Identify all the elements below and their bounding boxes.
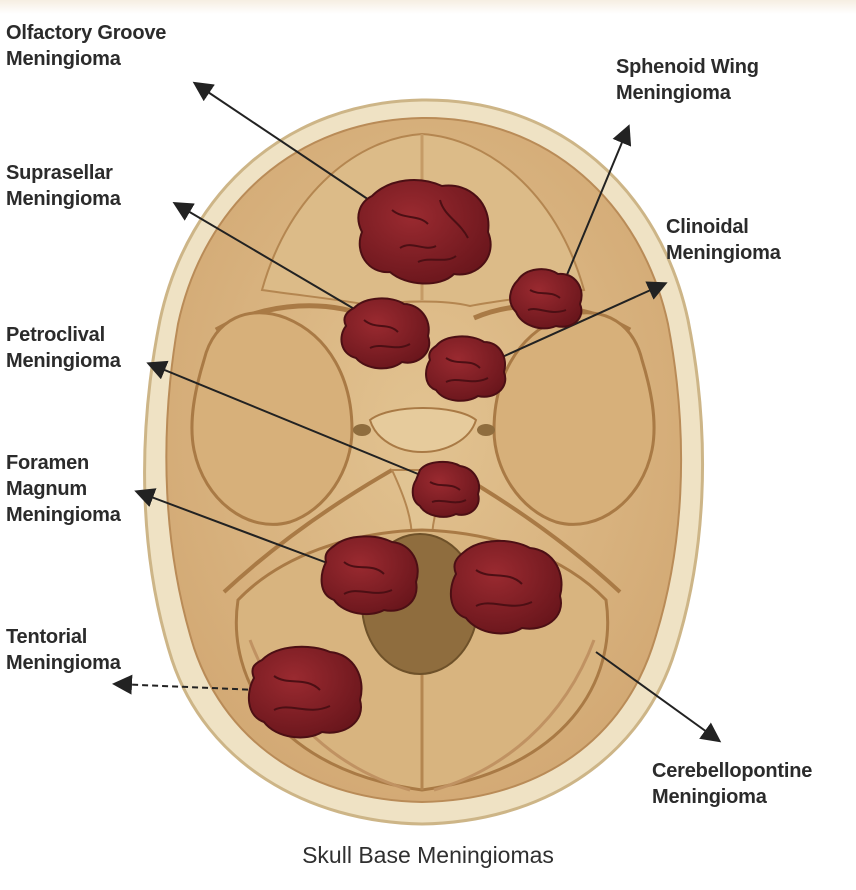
label-line: Sphenoid Wing xyxy=(616,56,759,78)
tumors xyxy=(247,179,583,739)
label-tentorial-meningioma: Tentorial Meningioma xyxy=(6,624,121,676)
top-border xyxy=(0,0,856,14)
label-line: Olfactory Groove xyxy=(6,22,167,44)
label-line: Cerebellopontine xyxy=(652,760,813,782)
foramen-left xyxy=(353,424,371,436)
label-line: Meningioma xyxy=(6,652,121,674)
arrow-cerebellopontine xyxy=(595,651,722,743)
label-cerebellopontine-meningioma: Cerebellopontine Meningioma xyxy=(652,758,812,810)
middle-fossa-left xyxy=(190,311,354,526)
label-line: Suprasellar xyxy=(6,162,113,184)
arrow-suprasellar xyxy=(172,201,357,311)
tumor-olfactory-groove xyxy=(357,179,492,285)
tumor-tentorial xyxy=(247,645,363,739)
label-suprasellar-meningioma: Suprasellar Meningioma xyxy=(6,160,121,212)
label-line: Petroclival xyxy=(6,324,105,346)
petrous-ridge-left xyxy=(222,468,393,594)
arrow-foramen-magnum xyxy=(134,488,331,565)
label-line: Magnum xyxy=(6,478,88,500)
label-olfactory-groove-meningioma: Olfactory Groove Meningioma xyxy=(6,20,166,72)
label-line: Clinoidal xyxy=(666,216,749,238)
label-line: Meningioma xyxy=(666,242,781,264)
label-line: Meningioma xyxy=(6,504,121,526)
tumor-petroclival xyxy=(411,460,480,518)
foramen-right xyxy=(477,424,495,436)
transverse-groove-right xyxy=(433,639,596,792)
label-line: Meningioma xyxy=(6,48,121,70)
label-sphenoid-wing-meningioma: Sphenoid Wing Meningioma xyxy=(616,54,759,106)
tumor-sphenoid-wing xyxy=(509,268,583,330)
label-clinoidal-meningioma: Clinoidal Meningioma xyxy=(666,214,781,266)
label-line: Meningioma xyxy=(6,350,121,372)
tumor-clinoidal xyxy=(425,335,507,402)
label-line: Foramen xyxy=(6,452,90,474)
label-line: Meningioma xyxy=(616,82,731,104)
tumor-foramen-magnum xyxy=(320,535,419,616)
label-foramen-magnum-meningioma: Foramen Magnum Meningioma xyxy=(6,450,121,528)
label-line: Meningioma xyxy=(652,786,767,808)
arrow-petroclival xyxy=(146,360,419,475)
tumor-suprasellar xyxy=(340,297,431,370)
tumor-cerebellopontine xyxy=(449,539,563,635)
label-line: Tentorial xyxy=(6,626,88,648)
arrow-clinoidal xyxy=(499,281,668,359)
label-petroclival-meningioma: Petroclival Meningioma xyxy=(6,322,121,374)
diagram-caption: Skull Base Meningiomas xyxy=(302,842,554,868)
arrow-tentorial xyxy=(112,674,259,695)
arrow-olfactory-groove xyxy=(192,81,391,215)
label-line: Meningioma xyxy=(6,188,121,210)
arrow-sphenoid-wing xyxy=(563,124,632,283)
sella-turcica xyxy=(368,407,478,454)
